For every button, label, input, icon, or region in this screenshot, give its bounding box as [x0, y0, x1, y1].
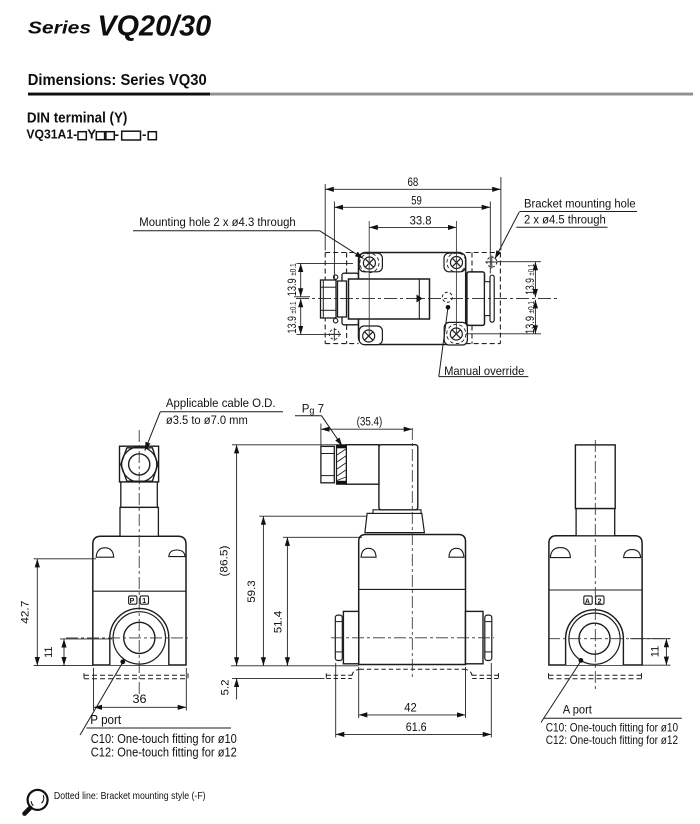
- svg-text:42.7: 42.7: [20, 601, 32, 624]
- svg-text:Manual override: Manual override: [444, 364, 524, 378]
- svg-text:11: 11: [650, 646, 662, 657]
- svg-text:(86.5): (86.5): [219, 546, 231, 577]
- svg-text:Applicable cable O.D.: Applicable cable O.D.: [166, 396, 276, 410]
- svg-text:51.4: 51.4: [273, 611, 285, 634]
- svg-text:13.9 ±0.1: 13.9 ±0.1: [525, 263, 537, 294]
- svg-text:Pg 7: Pg 7: [302, 404, 324, 416]
- svg-text:Mounting hole 2 x ø4.3 through: Mounting hole 2 x ø4.3 through: [139, 215, 295, 229]
- svg-text:13.9 ±0.1: 13.9 ±0.1: [287, 301, 299, 333]
- svg-text:C10: One-touch fitting for ø10: C10: One-touch fitting for ø10: [546, 722, 678, 735]
- svg-text:Y: Y: [87, 126, 96, 141]
- svg-text:13.9 ±0.1: 13.9 ±0.1: [287, 263, 299, 296]
- svg-text:-: -: [115, 126, 119, 141]
- svg-text:5.2: 5.2: [219, 680, 231, 696]
- svg-text:P port: P port: [90, 712, 121, 727]
- svg-text:42: 42: [404, 700, 417, 714]
- svg-text:VQ31A1-: VQ31A1-: [26, 126, 77, 141]
- svg-text:68: 68: [408, 177, 419, 189]
- svg-text:C12: One-touch fitting for ø12: C12: One-touch fitting for ø12: [546, 734, 678, 747]
- svg-text:VQ20/30: VQ20/30: [97, 11, 211, 43]
- svg-text:11: 11: [43, 646, 55, 657]
- svg-text:Series: Series: [28, 18, 91, 38]
- svg-text:59.3: 59.3: [246, 580, 258, 603]
- svg-text:2: 2: [598, 598, 602, 605]
- svg-text:2 x ø4.5 through: 2 x ø4.5 through: [524, 212, 606, 226]
- svg-text:A: A: [585, 598, 590, 605]
- svg-text:ø3.5 to ø7.0 mm: ø3.5 to ø7.0 mm: [166, 413, 248, 427]
- svg-text:A port: A port: [563, 702, 593, 716]
- svg-text:33.8: 33.8: [410, 216, 432, 228]
- svg-text:Dotted line: Bracket mounting: Dotted line: Bracket mounting style (-F): [54, 791, 206, 802]
- svg-text:C12: One-touch fitting for ø12: C12: One-touch fitting for ø12: [91, 744, 237, 759]
- svg-text:1: 1: [142, 598, 146, 605]
- svg-text:36: 36: [133, 692, 147, 706]
- svg-text:DIN terminal (Y): DIN terminal (Y): [27, 110, 128, 126]
- svg-text:59: 59: [411, 195, 422, 207]
- svg-text:(35.4): (35.4): [357, 417, 383, 429]
- svg-text:13.9 ±0.1: 13.9 ±0.1: [525, 301, 537, 334]
- svg-text:P: P: [130, 598, 135, 605]
- svg-text:Dimensions: Series VQ30: Dimensions: Series VQ30: [28, 72, 207, 89]
- svg-text:C10: One-touch fitting for ø10: C10: One-touch fitting for ø10: [91, 731, 237, 746]
- svg-text:-: -: [142, 126, 146, 141]
- svg-text:Bracket mounting hole: Bracket mounting hole: [524, 197, 636, 211]
- svg-text:61.6: 61.6: [406, 720, 427, 734]
